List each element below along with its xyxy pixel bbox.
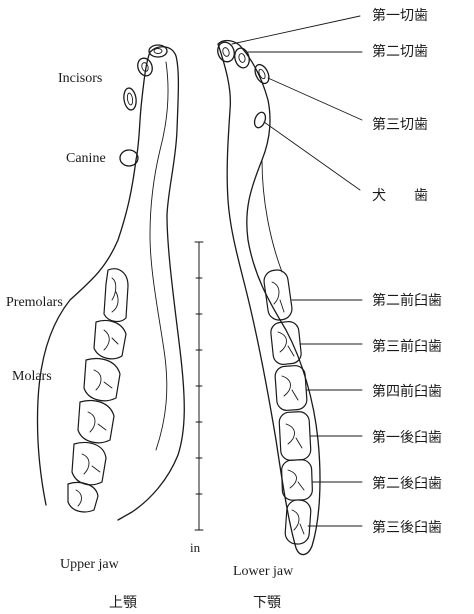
lower-canine xyxy=(253,111,268,129)
label-incisor-3: 第三切歯 xyxy=(372,118,428,132)
caption-upper-jaw: Upper jaw xyxy=(60,558,119,572)
label-canine: Canine xyxy=(66,152,106,166)
leader-canine xyxy=(264,122,360,190)
caption-lower-jaw-jp: 下顎 xyxy=(253,596,281,610)
label-canine-jp: 犬 歯 xyxy=(372,189,428,203)
leader-lines xyxy=(232,16,362,526)
label-incisor-1: 第一切歯 xyxy=(372,9,428,23)
lower-jaw-outline xyxy=(218,41,320,555)
leader-incisor-1 xyxy=(232,16,360,44)
label-molar-1: 第一後臼歯 xyxy=(372,431,442,445)
label-premolar-3: 第三前臼歯 xyxy=(372,340,442,354)
lower-jaw-drawing xyxy=(215,40,320,555)
lower-incisor-3 xyxy=(252,62,271,85)
label-premolar-2: 第二前臼歯 xyxy=(372,294,442,308)
scale-unit-label: in xyxy=(190,541,200,554)
lower-incisor-2 xyxy=(233,47,252,70)
caption-lower-jaw: Lower jaw xyxy=(233,565,293,579)
upper-jaw-drawing xyxy=(37,45,184,520)
upper-incisor-3 xyxy=(123,87,138,110)
label-molars: Molars xyxy=(12,370,52,384)
scale-bar xyxy=(195,242,203,530)
upper-cheek-teeth xyxy=(68,269,128,512)
label-premolar-4: 第四前臼歯 xyxy=(372,385,442,399)
label-premolars: Premolars xyxy=(6,296,63,310)
caption-upper-jaw-jp: 上顎 xyxy=(109,596,137,610)
upper-canine xyxy=(120,150,138,166)
label-molar-3: 第三後臼歯 xyxy=(372,521,442,535)
leader-incisor-3 xyxy=(268,78,362,120)
upper-jaw-outline xyxy=(37,47,184,520)
label-incisors: Incisors xyxy=(58,72,102,86)
label-incisor-2: 第二切歯 xyxy=(372,45,428,59)
label-molar-2: 第二後臼歯 xyxy=(372,477,442,491)
